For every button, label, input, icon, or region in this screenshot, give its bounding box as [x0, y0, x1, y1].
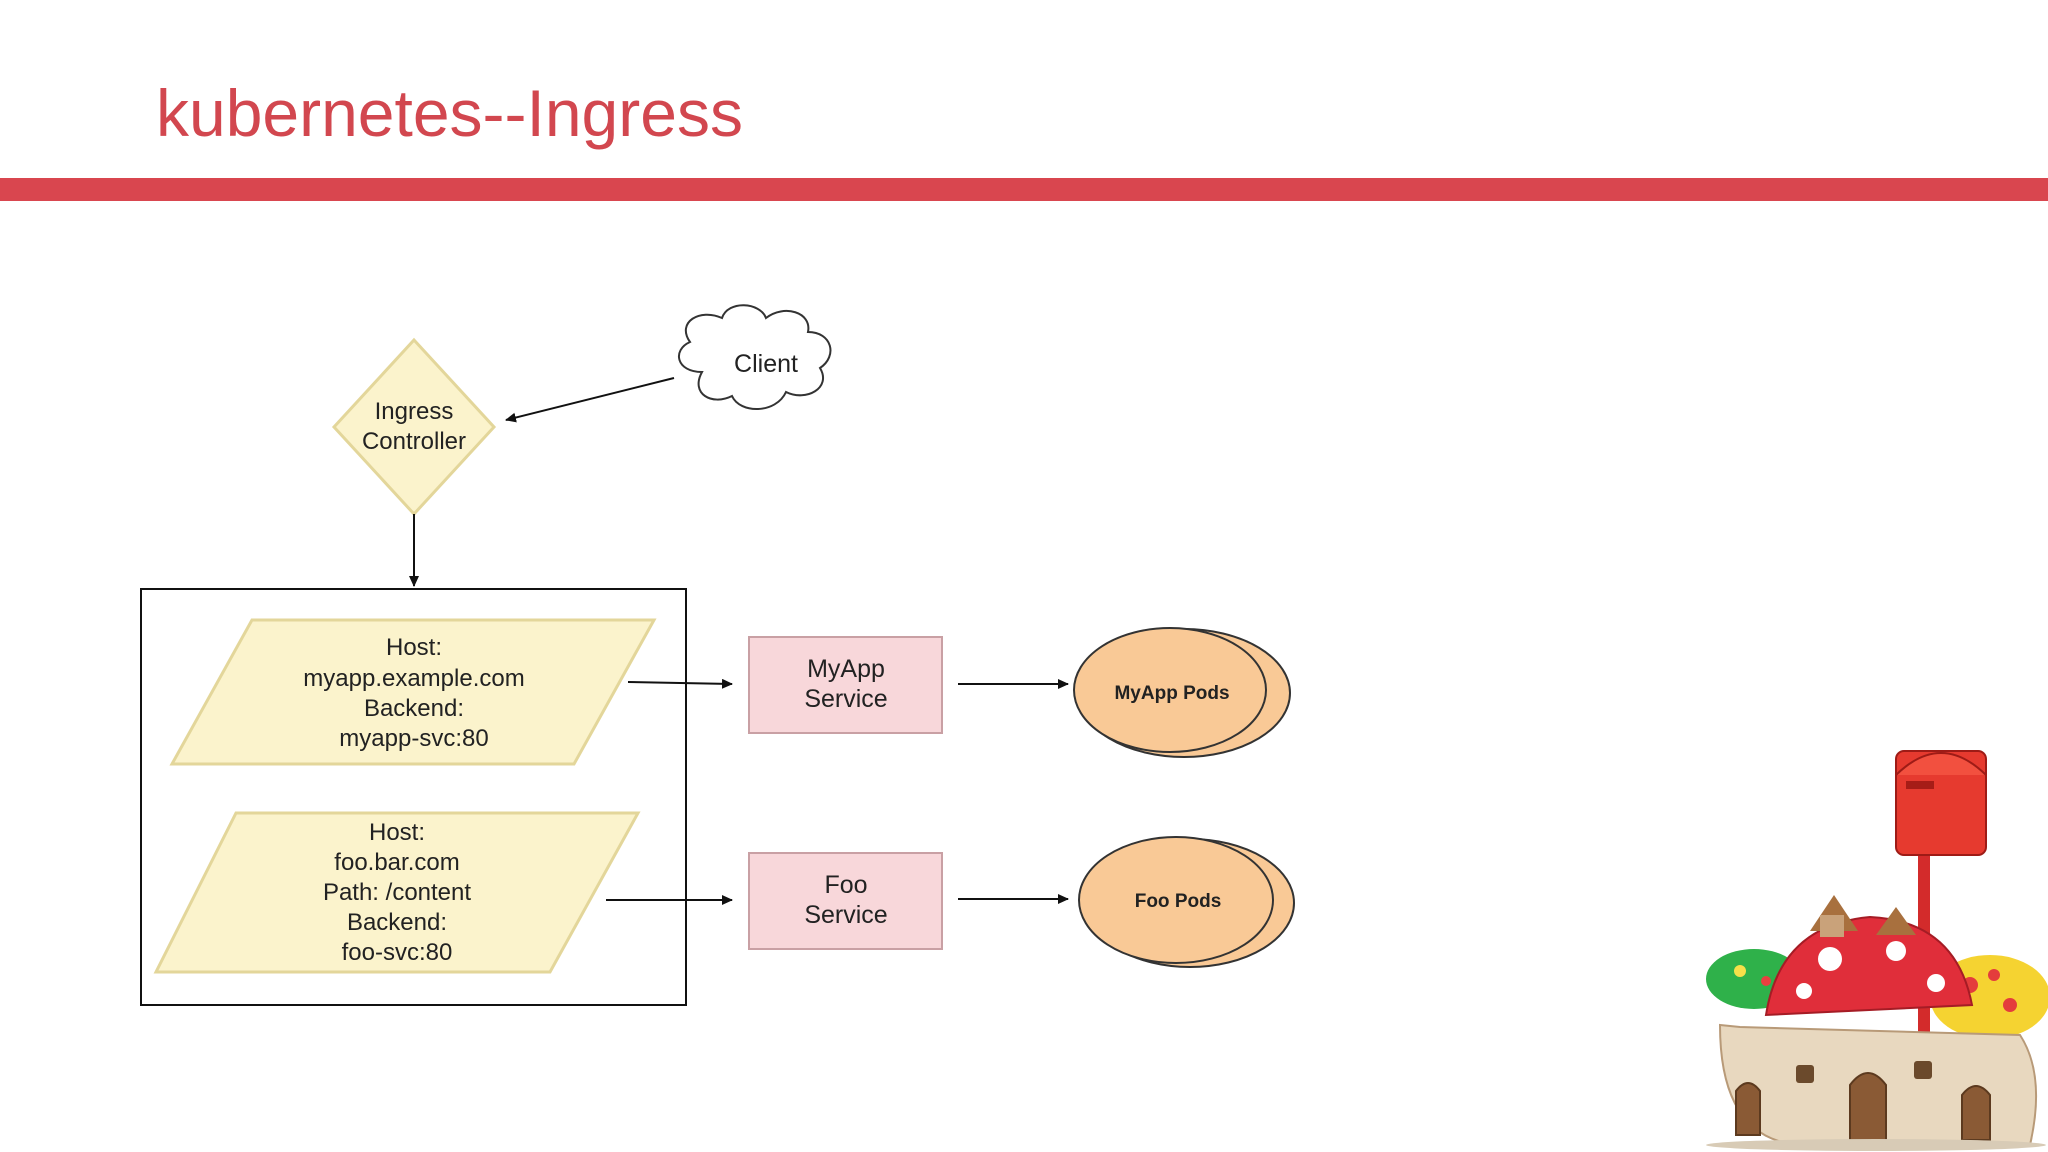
pods-myapp: MyApp Pods: [1073, 627, 1291, 758]
ingress-controller-label-1: Ingress: [375, 398, 454, 425]
arrow-rule-myapp-to-service: [627, 678, 733, 689]
client-label: Client: [734, 350, 798, 378]
ingress-controller-label-2: Controller: [362, 428, 466, 455]
rule-myapp-line-4: myapp-svc:80: [339, 725, 488, 752]
ingress-rules-box: [140, 588, 687, 1006]
mushroom-houses-illustration: [1706, 750, 2048, 1151]
rule-foo: Host: foo.bar.com Path: /content Backend…: [153, 811, 641, 974]
rule-foo-line-2: foo.bar.com: [334, 849, 459, 876]
arrow-client-to-ingress: [505, 377, 675, 423]
service-foo: Foo Service: [748, 852, 943, 950]
title-divider: [0, 178, 2048, 201]
rule-myapp-line-1: Host:: [386, 634, 442, 661]
client-cloud: Client: [678, 304, 832, 410]
service-myapp-label-2: Service: [804, 685, 887, 713]
pods-foo-label: Foo Pods: [1135, 891, 1222, 912]
pods-myapp-label: MyApp Pods: [1114, 683, 1229, 704]
rule-myapp: Host: myapp.example.com Backend: myapp-s…: [169, 618, 657, 766]
rule-myapp-line-2: myapp.example.com: [303, 665, 524, 692]
rule-foo-line-3: Path: /content: [323, 879, 471, 906]
rule-myapp-line-3: Backend:: [364, 695, 464, 722]
service-myapp-label-1: MyApp: [807, 655, 885, 683]
pods-foo: Foo Pods: [1078, 836, 1295, 968]
service-foo-label-2: Service: [804, 901, 887, 929]
service-foo-label-1: Foo: [824, 871, 867, 899]
rule-foo-line-1: Host:: [369, 819, 425, 846]
rule-foo-line-5: foo-svc:80: [342, 939, 453, 966]
slide-title: kubernetes--Ingress: [156, 76, 743, 150]
rule-foo-line-4: Backend:: [347, 909, 447, 936]
mailbox-icon: [1895, 750, 1987, 856]
ingress-controller-diamond: Ingress Controller: [331, 337, 497, 517]
service-myapp: MyApp Service: [748, 636, 943, 734]
